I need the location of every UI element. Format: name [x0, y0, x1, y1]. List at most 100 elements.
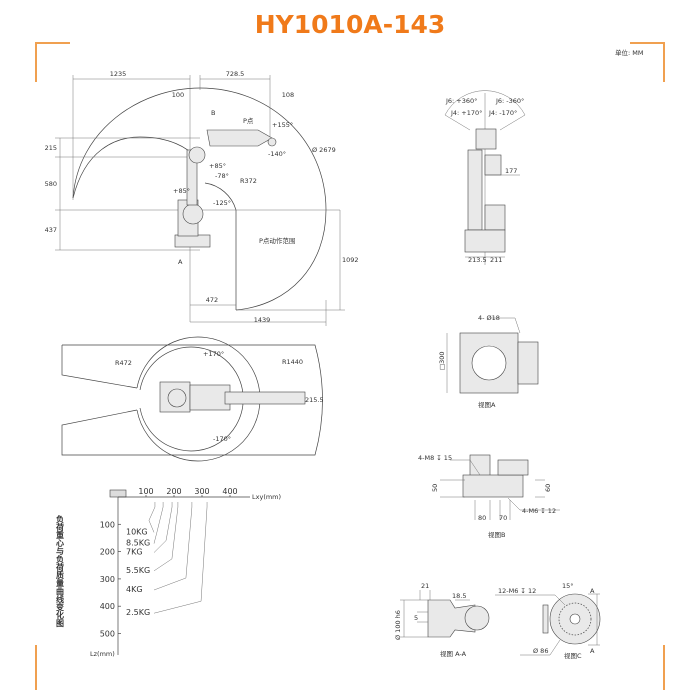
view-a: 4- Ø18 □300 视图A	[438, 314, 539, 409]
robot-j3-motor	[188, 146, 206, 164]
top-view: R472 +170° R1440 215.5 -170°	[61, 336, 324, 462]
view-a-arrow: A	[178, 258, 183, 266]
dim-580: 580	[45, 180, 57, 188]
j4-positive: J4: +170°	[450, 109, 482, 117]
dim-1235: 1235	[110, 70, 127, 78]
x-tick-label: 300	[194, 487, 209, 496]
y-axis-label: Lz(mm)	[90, 650, 115, 658]
y-tick-label: 300	[100, 575, 115, 584]
section-a-bottom: A	[590, 647, 595, 655]
section-a-top: A	[590, 587, 595, 595]
m8-label: 4-M8 ↧ 15	[418, 454, 452, 462]
base-block	[464, 229, 506, 253]
robot-j2-motor	[182, 203, 204, 225]
load-label: 7KG	[126, 548, 143, 557]
load-curve-8.5kg	[153, 502, 164, 544]
load-label: 4KG	[126, 585, 143, 594]
y-tick-label: 200	[100, 548, 115, 557]
wrist-block	[475, 128, 497, 150]
j4-negative: J4: -170°	[488, 109, 517, 117]
side-view: 1235 728.5 100 108 215 580 437 472 1439 …	[45, 70, 359, 326]
load-curve-7kg	[153, 502, 173, 553]
dim-100: 100	[172, 91, 184, 99]
dim-80: 80	[478, 514, 486, 522]
p-range-label: P点动作范围	[259, 236, 295, 245]
x-tick-label: 100	[138, 487, 153, 496]
robot-forearm	[206, 129, 273, 147]
dim-213-5: 213.5	[468, 256, 487, 264]
j2-positive: +85°	[173, 187, 190, 195]
r1440-label: R1440	[282, 358, 303, 366]
outer-reach-arc	[72, 87, 327, 311]
dim-18-5: 18.5	[452, 592, 466, 600]
pcd-diameter: Ø 86	[533, 647, 548, 655]
dim-70: 70	[499, 514, 507, 522]
j5-negative: -140°	[268, 150, 286, 158]
view-aa: 21 18.5 5 Ø 100 h6 视图 A-A	[394, 582, 490, 658]
load-label: 8.5KG	[126, 539, 150, 548]
load-curve-5.5kg	[153, 502, 179, 572]
square-label: □300	[438, 351, 446, 370]
dim-1439: 1439	[254, 316, 271, 324]
view-b-caption: 视图B	[488, 530, 505, 539]
view-b-arrow: B	[211, 109, 215, 117]
arm-column	[467, 149, 483, 231]
forearm-top	[224, 391, 306, 405]
dim-21: 21	[421, 582, 429, 590]
view-b: 4-M8 ↧ 15 50 60 80 70 4-M6 ↧ 12 视图B	[418, 454, 560, 539]
load-chart: Lxy(mm) Lz(mm) 负荷重心与负荷质量曲线变化图 100 200 300 4…	[56, 487, 282, 658]
j2-negative: -125°	[213, 199, 231, 207]
frame-corner-tl	[35, 42, 70, 82]
dim-1092: 1092	[342, 256, 359, 264]
load-label: 10KG	[126, 527, 148, 536]
angle-label: 15°	[562, 582, 574, 590]
load-curve-2.5kg	[153, 502, 208, 614]
r372-label: R372	[240, 177, 257, 185]
robot-base	[174, 234, 211, 248]
x-tick-label: 400	[222, 487, 237, 496]
reach-diameter: Ø 2679	[312, 146, 336, 154]
flange-icon	[109, 489, 127, 498]
chart-title: 负荷重心与负荷质量曲线变化图	[56, 514, 65, 628]
dim-437: 437	[45, 226, 57, 234]
view-c: 15° A A 12-M6 ↧ 12 Ø 86 视图C	[495, 582, 601, 660]
load-curve-4kg	[153, 502, 193, 591]
load-label: 2.5KG	[126, 608, 150, 617]
x-tick-label: 200	[166, 487, 181, 496]
j3-negative: -78°	[215, 172, 229, 180]
j6-negative: J6: -360°	[495, 97, 524, 105]
p-point-label: P点	[243, 117, 254, 125]
load-label: 5.5KG	[126, 566, 150, 575]
m6-label: 12-M6 ↧ 12	[498, 587, 536, 595]
j1-positive: +170°	[203, 350, 224, 358]
j5-positive: +155°	[272, 121, 293, 129]
dim-5: 5	[414, 614, 418, 622]
dim-108: 108	[282, 91, 294, 99]
j6-positive: J6: +360°	[445, 97, 477, 105]
m6-label: 4-M6 ↧ 12	[522, 507, 556, 515]
dim-60: 60	[544, 484, 552, 492]
holes-label: 4- Ø18	[478, 314, 500, 322]
inner-reach-arc	[72, 136, 196, 199]
page-title: HY1010A-143	[255, 10, 446, 39]
dim-177: 177	[505, 167, 517, 175]
unit-label: 单位: MM	[615, 48, 643, 57]
load-curve-10kg	[148, 502, 156, 533]
y-tick-label: 100	[100, 520, 115, 529]
view-aa-caption: 视图 A-A	[440, 649, 467, 658]
dim-50: 50	[431, 484, 439, 492]
j3-positive: +85°	[209, 162, 226, 170]
y-tick-label: 400	[100, 602, 115, 611]
y-tick-label: 500	[100, 630, 115, 639]
robot-wrist	[267, 137, 277, 147]
view-c-caption: 视图C	[564, 651, 582, 660]
dim-211: 211	[490, 256, 502, 264]
x-axis-label: Lxy(mm)	[252, 493, 281, 501]
j1-negative: -170°	[213, 435, 231, 443]
flange-diameter: Ø 100 h6	[394, 610, 402, 640]
dim-472: 472	[206, 296, 218, 304]
dim-215: 215	[45, 144, 57, 152]
frame-corner-tr	[630, 42, 665, 82]
